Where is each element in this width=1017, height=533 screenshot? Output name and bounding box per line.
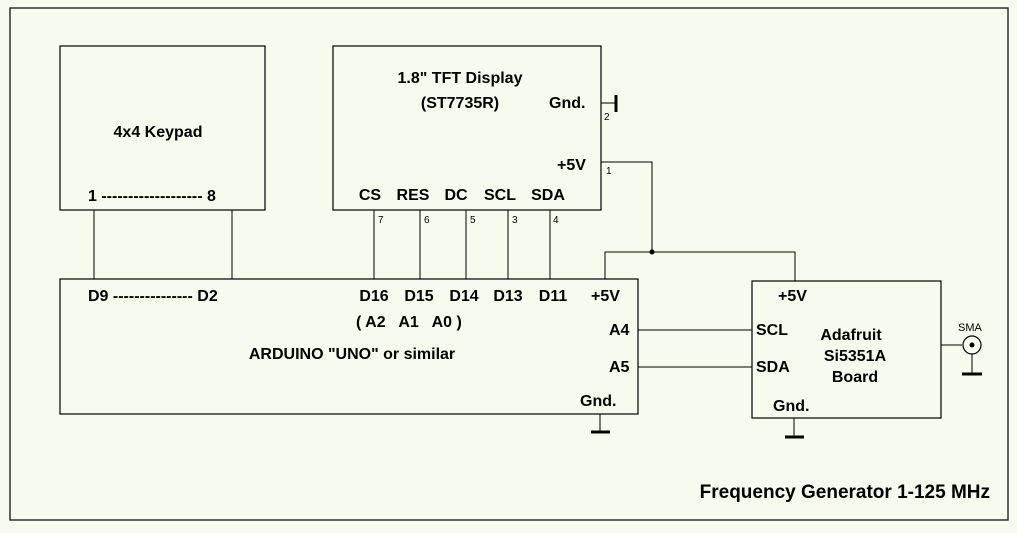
si5351-name-line1: Adafruit: [820, 327, 882, 344]
keypad-name: 4x4 Keypad: [114, 124, 203, 141]
arduino-a5-label: A5: [609, 359, 630, 376]
si5351-name-line2: Si5351A: [824, 348, 887, 365]
arduino-pin-d16: D16: [359, 288, 388, 305]
arduino-vcc-label: +5V: [591, 288, 620, 305]
tft-pin-dc: DC: [444, 187, 468, 204]
si5351-scl-label: SCL: [756, 322, 788, 339]
si5351-block: +5V SCL SDA Adafruit Si5351A Board Gnd. …: [751, 280, 983, 439]
si5351-box: [751, 280, 942, 419]
arduino-box: [59, 278, 639, 415]
si5351-sda-label: SDA: [756, 359, 790, 376]
tft-pin-res: RES: [397, 187, 430, 204]
sma-center-pin-icon: [969, 342, 975, 348]
keypad-pin-range: 1 ------------------- 8: [88, 188, 216, 205]
tft-pin-num-cs: 7: [378, 215, 384, 226]
tft-display-box: [332, 45, 602, 211]
arduino-pin-d15: D15: [404, 288, 433, 305]
wire-vcc-bus: [604, 251, 796, 281]
arduino-keypad-pins: D9 --------------- D2: [88, 288, 218, 305]
arduino-a4-label: A4: [609, 322, 630, 339]
tft-gnd-pin-num: 2: [604, 112, 610, 123]
si5351-vcc-label: +5V: [778, 288, 807, 305]
tft-gnd-label: Gnd.: [549, 95, 585, 112]
tft-name-line1: 1.8" TFT Display: [398, 70, 523, 87]
arduino-pin-d13: D13: [493, 288, 522, 305]
arduino-gnd-label: Gnd.: [580, 393, 616, 410]
tft-pin-scl: SCL: [484, 187, 516, 204]
tft-pin-num-res: 6: [424, 215, 430, 226]
tft-vcc-label: +5V: [557, 157, 586, 174]
si5351-name-line3: Board: [832, 369, 878, 386]
arduino-analog-aliases: ( A2 A1 A0 ): [356, 314, 462, 331]
diagram-title: Frequency Generator 1-125 MHz: [700, 482, 990, 503]
arduino-name: ARDUINO "UNO" or similar: [249, 346, 455, 363]
si5351-gnd-label: Gnd.: [773, 398, 809, 415]
diagram-frame: [9, 7, 1009, 521]
keypad-block: 4x4 Keypad 1 ------------------- 8: [59, 45, 266, 211]
arduino-pin-d14: D14: [449, 288, 478, 305]
tft-pin-sda: SDA: [531, 187, 565, 204]
tft-name-line2: (ST7735R): [421, 95, 499, 112]
sma-label: SMA: [958, 322, 983, 334]
keypad-box: [59, 45, 266, 211]
tft-vcc-pin-num: 1: [606, 166, 612, 177]
arduino-pin-d11: D11: [539, 288, 568, 305]
wire-tft-vcc: [601, 161, 653, 252]
tft-pin-cs: CS: [359, 187, 382, 204]
arduino-block: D9 --------------- D2 D16 D15 D14 D13 D1…: [59, 278, 639, 434]
tft-pin-num-scl: 3: [512, 215, 518, 226]
tft-pin-num-sda: 4: [553, 215, 559, 226]
vcc-junction-dot: [649, 249, 655, 255]
tft-display-block: 1.8" TFT Display (ST7735R) Gnd. +5V CS R…: [332, 45, 618, 226]
tft-pin-num-dc: 5: [470, 215, 476, 226]
